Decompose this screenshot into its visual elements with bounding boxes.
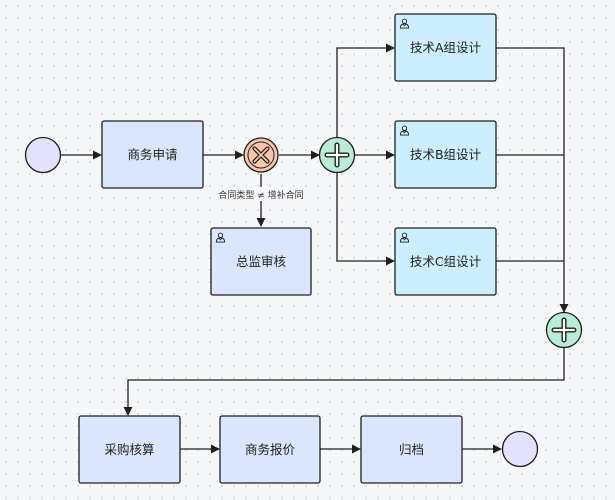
task-procurement[interactable]: 采购核算 [78, 415, 181, 484]
flow-tech-a-to-join[interactable] [496, 47, 569, 313]
condition-label: 合同类型 ≠ 增补合同 [218, 189, 303, 201]
task-procurement-label: 采购核算 [104, 442, 154, 457]
plus-icon [551, 317, 577, 343]
exclusive-gateway[interactable] [243, 137, 279, 173]
task-tech-b[interactable]: 技术B组设计 [394, 120, 497, 189]
task-director-review-label: 总监审核 [236, 254, 287, 269]
task-tech-c-label: 技术C组设计 [410, 254, 481, 269]
task-tech-a[interactable]: 技术A组设计 [394, 13, 497, 82]
task-business-quote[interactable]: 商务报价 [219, 415, 321, 484]
flow-fork-to-tech-c[interactable] [336, 173, 395, 266]
task-archive[interactable]: 归档 [360, 415, 463, 484]
task-business-apply-label: 商务申请 [127, 147, 177, 162]
flow-join-to-procurement[interactable] [123, 348, 565, 416]
task-tech-b-label: 技术B组设计 [410, 147, 481, 162]
flow-fork-to-tech-a[interactable] [336, 43, 395, 137]
x-icon [252, 146, 270, 164]
task-business-apply[interactable]: 商务申请 [101, 120, 204, 189]
parallel-gateway-fork[interactable] [318, 136, 356, 174]
sequence-flows [61, 43, 569, 454]
task-tech-a-label: 技术A组设计 [410, 40, 481, 55]
plus-icon [324, 142, 350, 168]
task-archive-label: 归档 [399, 442, 424, 457]
condition-label-bg [214, 187, 308, 201]
parallel-gateway-join[interactable] [545, 311, 583, 349]
start-event[interactable] [24, 136, 62, 174]
end-event[interactable] [501, 430, 539, 468]
task-business-quote-label: 商务报价 [245, 442, 296, 457]
task-director-review[interactable]: 总监审核 [210, 227, 312, 296]
task-tech-c[interactable]: 技术C组设计 [394, 227, 497, 296]
